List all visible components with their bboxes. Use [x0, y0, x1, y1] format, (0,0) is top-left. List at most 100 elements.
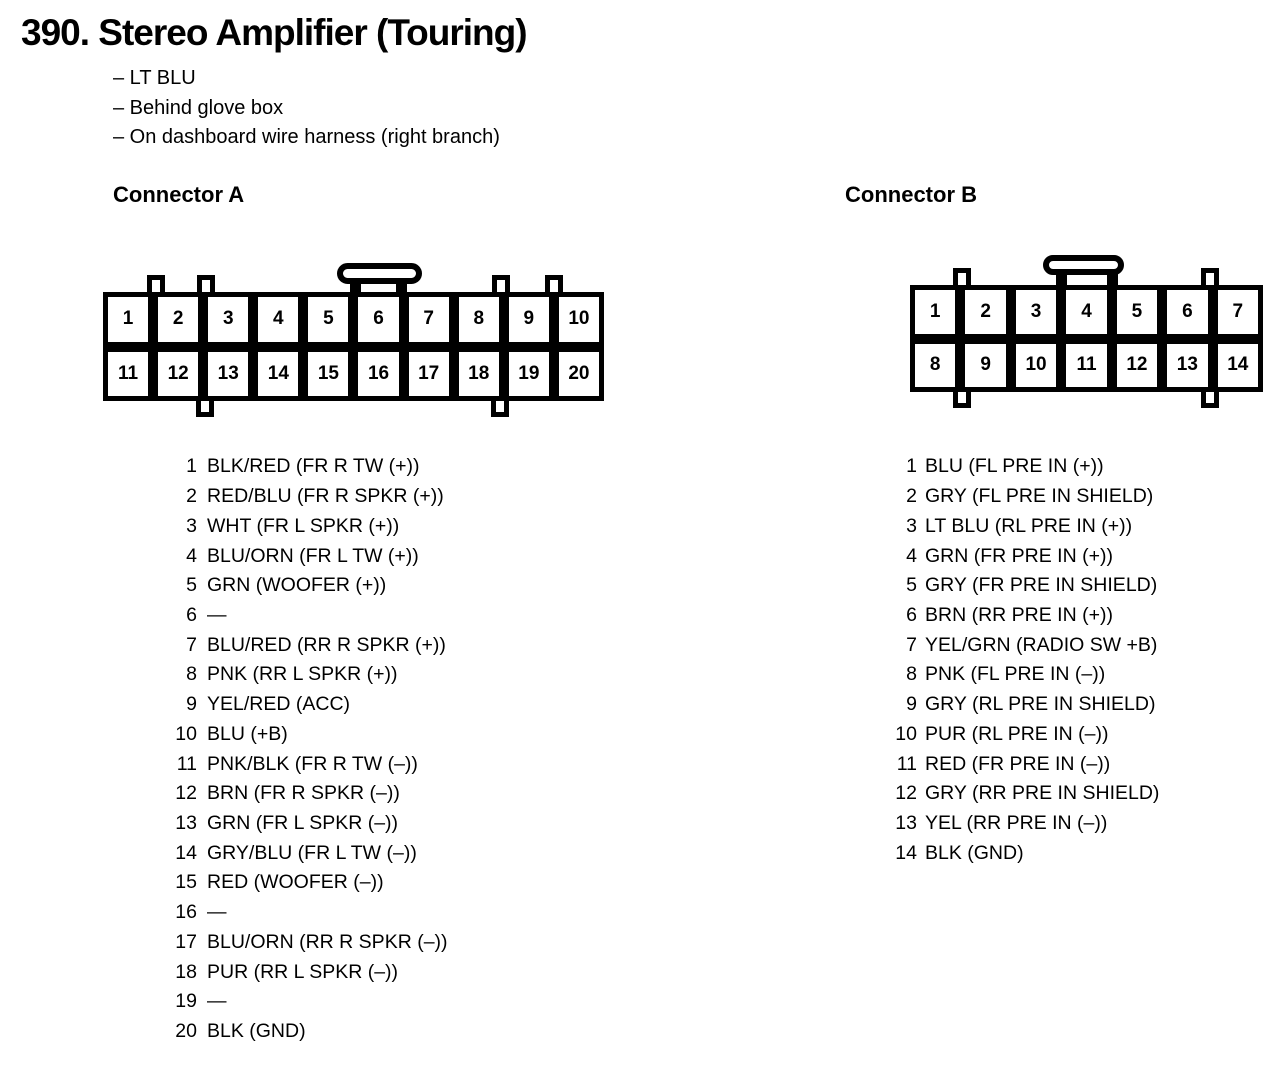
pin-number: 1 — [906, 455, 917, 478]
pin-cell: 10 — [553, 292, 604, 347]
pin-description: RED (FR PRE IN (–)) — [925, 752, 1111, 775]
pin-description: BLU/RED (RR R SPKR (+)) — [207, 633, 446, 656]
pin-number: 16 — [175, 901, 197, 924]
pin-number: 15 — [175, 871, 197, 894]
connector-tab — [953, 268, 971, 286]
pin-description: PUR (RR L SPKR (–)) — [207, 960, 399, 983]
pin-cell: 7 — [1212, 285, 1263, 339]
pin-cell: 5 — [303, 292, 354, 347]
pin-row: 1 BLK/RED (FR R TW (+)) — [160, 452, 448, 482]
pin-number: 11 — [896, 752, 917, 775]
pin-description: GRN (FR L SPKR (–)) — [207, 811, 399, 834]
pin-cell: 11 — [103, 346, 154, 401]
pin-description: RED/BLU (FR R SPKR (+)) — [207, 485, 444, 508]
pin-number: 10 — [895, 722, 917, 745]
pin-cell: 6 — [353, 292, 404, 347]
pin-row: 11 PNK/BLK (FR R TW (–)) — [160, 749, 448, 779]
connector-b-heading: Connector B — [845, 182, 977, 207]
pin-row: 9 YEL/RED (ACC) — [160, 690, 448, 720]
pin-cell: 19 — [503, 346, 554, 401]
pin-cell: 16 — [353, 346, 404, 401]
pin-cell: 7 — [403, 292, 454, 347]
pin-cell: 3 — [1010, 285, 1062, 339]
connector-latch — [1043, 255, 1124, 275]
pin-description: LT BLU (RL PRE IN (+)) — [925, 514, 1133, 537]
note-line: – Behind glove box — [113, 96, 284, 119]
pin-number: 8 — [186, 663, 197, 686]
pin-description: YEL/RED (ACC) — [207, 693, 351, 716]
pin-description: BLK (GND) — [925, 841, 1024, 864]
pin-row: 10 PUR (RL PRE IN (–)) — [880, 719, 1159, 749]
pin-description: PNK/BLK (FR R TW (–)) — [207, 752, 418, 775]
connector-tab — [492, 275, 510, 293]
pin-description: — — [207, 603, 227, 626]
pin-cell: 8 — [910, 338, 961, 392]
pin-number: 11 — [176, 752, 197, 775]
pin-number: 19 — [175, 990, 197, 1013]
pin-number: 7 — [906, 633, 917, 656]
connector-tab — [1201, 268, 1219, 286]
pin-number: 4 — [906, 544, 917, 567]
pin-cell: 3 — [203, 292, 254, 347]
pin-description: PUR (RL PRE IN (–)) — [925, 722, 1109, 745]
pin-number: 13 — [175, 811, 197, 834]
latch-leg — [396, 279, 407, 295]
pin-description: WHT (FR L SPKR (+)) — [207, 514, 400, 537]
pin-description: — — [207, 990, 227, 1013]
connector-tab — [196, 401, 214, 417]
pin-cell: 2 — [153, 292, 204, 347]
connector-tab — [1201, 392, 1219, 408]
pin-description: RED (WOOFER (–)) — [207, 871, 384, 894]
pin-description: PNK (FL PRE IN (–)) — [925, 663, 1106, 686]
pin-number: 3 — [186, 514, 197, 537]
pin-cell: 1 — [103, 292, 154, 347]
pin-row: 11 RED (FR PRE IN (–)) — [880, 749, 1159, 779]
pin-cell: 8 — [453, 292, 504, 347]
connector-latch — [337, 263, 422, 284]
pin-cell: 15 — [303, 346, 354, 401]
latch-leg — [1107, 270, 1118, 287]
pin-cell: 13 — [1162, 338, 1213, 392]
pin-cell: 17 — [403, 346, 454, 401]
pin-cell: 5 — [1111, 285, 1163, 339]
latch-leg — [350, 279, 361, 295]
pin-cell: 20 — [553, 346, 604, 401]
connector-tab — [197, 275, 215, 293]
pin-number: 20 — [175, 1020, 197, 1043]
pin-number: 17 — [175, 930, 197, 953]
latch-leg — [1056, 270, 1067, 287]
pin-description: GRY/BLU (FR L TW (–)) — [207, 841, 417, 864]
pin-row: 14 GRY/BLU (FR L TW (–)) — [160, 838, 448, 868]
pin-number: 5 — [186, 574, 197, 597]
pin-cell: 13 — [203, 346, 254, 401]
pin-number: 1 — [186, 455, 197, 478]
note-line: – On dashboard wire harness (right branc… — [113, 126, 500, 149]
pin-cell: 9 — [503, 292, 554, 347]
pin-number: 9 — [906, 693, 917, 716]
connector-tab — [953, 392, 971, 408]
pin-description: BLK/RED (FR R TW (+)) — [207, 455, 420, 478]
pin-description: BRN (RR PRE IN (+)) — [925, 603, 1113, 626]
pin-number: 14 — [175, 841, 197, 864]
pin-number: 7 — [186, 633, 197, 656]
pin-description: GRY (RR PRE IN SHIELD) — [925, 782, 1160, 805]
pin-description: BLU/ORN (RR R SPKR (–)) — [207, 930, 448, 953]
pin-number: 9 — [186, 693, 197, 716]
pin-row: 7 BLU/RED (RR R SPKR (+)) — [160, 630, 448, 660]
pin-cell: 12 — [1111, 338, 1163, 392]
pin-row: 6— — [160, 601, 448, 631]
